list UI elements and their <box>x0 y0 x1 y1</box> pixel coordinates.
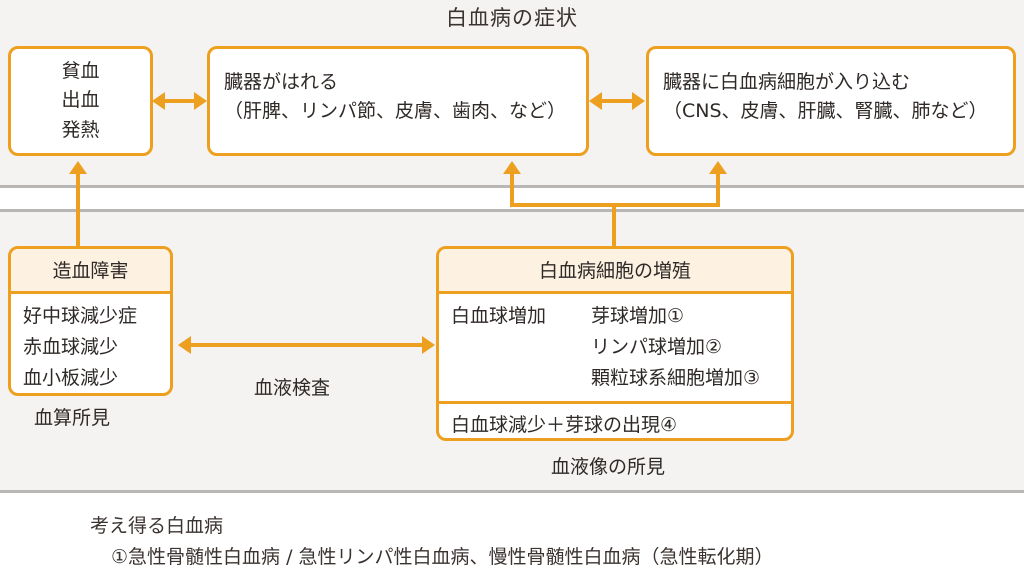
symptom-line: 臓器がはれる <box>224 71 339 93</box>
footer-heading: 考え得る白血病 <box>90 515 224 537</box>
panel-item: リンパ球増加② <box>591 335 723 358</box>
connector-branch-right <box>716 174 720 205</box>
divider-rule-2 <box>0 209 1024 212</box>
connector-blood-test <box>186 343 430 347</box>
panel-item: 赤血球減少 <box>23 335 119 358</box>
arrowhead-right-icon <box>194 92 207 110</box>
arrowhead-up-icon <box>69 161 87 174</box>
page-title: 白血病の症状 <box>446 6 578 30</box>
panel-leukemic-cell-proliferation: 白血病細胞の増殖 白血球増加 芽球増加① リンパ球増加② 顆粒球系細胞増加③ 白… <box>436 246 794 441</box>
panel-footer: 白血球減少＋芽球の出現④ <box>439 401 791 438</box>
symptom-line: 出血 <box>61 89 100 112</box>
panel-header: 造血障害 <box>11 249 170 294</box>
connector-proliferation-stem <box>612 205 616 249</box>
connector-hematopoiesis-to-anemia <box>76 174 80 248</box>
symptom-line: （CNS、皮膚、肝臓、腎臓、肺など） <box>663 100 988 123</box>
connector-proliferation-bridge <box>510 203 720 207</box>
arrowhead-left-icon <box>178 336 191 354</box>
arrowhead-left-icon <box>589 92 602 110</box>
symptom-box-anemia-bleeding-fever: 貧血 出血 発熱 <box>8 46 153 156</box>
symptom-line: 貧血 <box>61 60 100 82</box>
background-band-lower <box>0 493 1024 570</box>
panel-item: 芽球増加① <box>591 305 685 327</box>
panel-item: 顆粒球系細胞増加③ <box>591 366 761 389</box>
arrowhead-right-icon <box>632 92 645 110</box>
connector-branch-left <box>510 174 514 205</box>
footer-line-1: ①急性骨髄性白血病 / 急性リンパ性白血病、慢性骨髄性白血病（急性転化期） <box>111 546 774 568</box>
panel-left-label: 白血球増加 <box>451 305 547 327</box>
panel-header: 白血病細胞の増殖 <box>439 249 791 294</box>
panel-item: 血小板減少 <box>23 366 119 389</box>
arrowhead-right-icon <box>422 336 435 354</box>
arrowhead-up-icon <box>709 161 727 174</box>
panel-hematopoiesis-disorder: 造血障害 好中球減少症 赤血球減少 血小板減少 <box>8 246 173 396</box>
symptom-line: 臓器に白血病細胞が入り込む <box>663 71 911 93</box>
symptom-box-organ-swelling: 臓器がはれる （肝脾、リンパ節、皮膚、歯肉、など） <box>207 46 589 156</box>
arrowhead-left-icon <box>152 92 165 110</box>
caption-blood-smear-findings: 血液像の所見 <box>551 456 666 478</box>
arrowhead-up-icon <box>503 161 521 174</box>
panel-item: 好中球減少症 <box>23 305 138 327</box>
symptom-box-organ-infiltration: 臓器に白血病細胞が入り込む （CNS、皮膚、肝臓、腎臓、肺など） <box>646 46 1016 156</box>
label-blood-test: 血液検査 <box>254 377 331 399</box>
connector-swelling-to-infiltration <box>594 99 641 103</box>
connector-anemia-to-swelling <box>157 99 203 103</box>
caption-blood-count-findings: 血算所見 <box>34 407 111 429</box>
symptom-line: （肝脾、リンパ節、皮膚、歯肉、など） <box>224 100 567 123</box>
divider-rule-3 <box>0 490 1024 493</box>
symptom-line: 発熱 <box>61 118 100 141</box>
